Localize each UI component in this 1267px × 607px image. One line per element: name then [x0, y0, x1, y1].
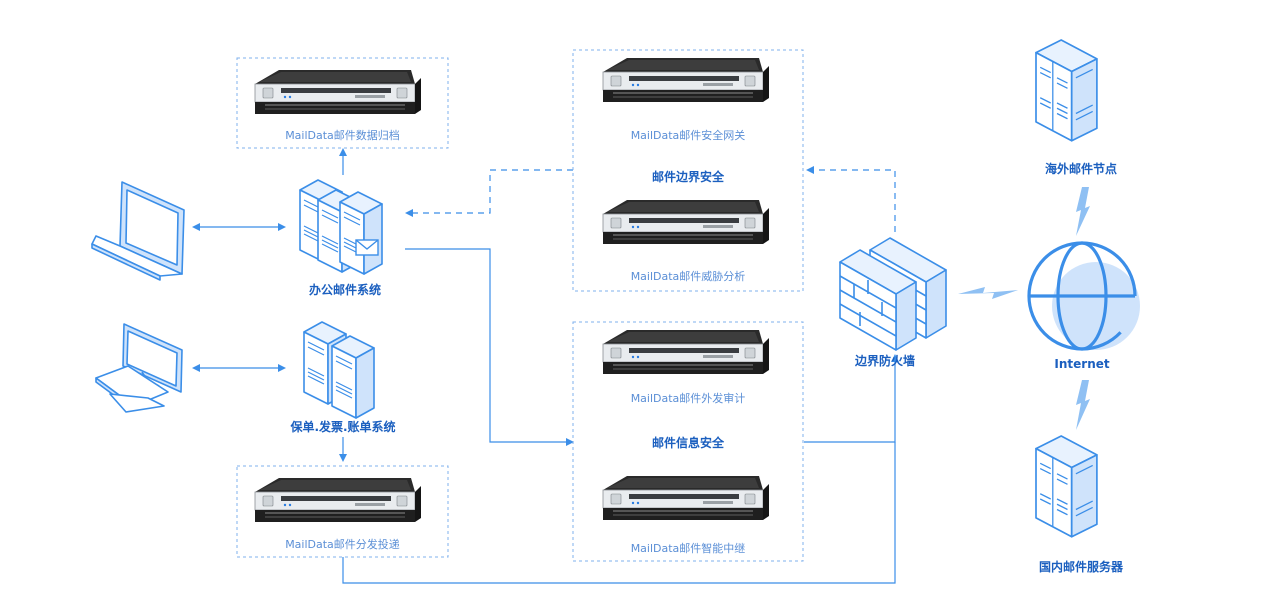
boundary-security-label: 邮件边界安全 — [651, 170, 724, 184]
archive-appliance — [254, 69, 422, 115]
overseas-node-label: 海外邮件节点 — [1044, 162, 1117, 176]
archive-caption: MailData邮件数据归档 — [285, 129, 400, 142]
connectors — [192, 148, 899, 584]
threat-appliance — [602, 199, 770, 245]
info-security-label: 邮件信息安全 — [651, 436, 724, 450]
gateway-appliance — [602, 57, 770, 103]
domestic-server-label: 国内邮件服务器 — [1038, 560, 1123, 574]
firewall-icon — [839, 237, 947, 351]
audit-appliance — [602, 329, 770, 375]
office-mail-label: 办公邮件系统 — [308, 283, 381, 297]
billing-server-icon — [303, 321, 375, 419]
office-mail-server-icon — [299, 179, 383, 275]
threat-caption: MailData邮件威胁分析 — [630, 270, 746, 283]
internet-label: Internet — [1054, 357, 1110, 371]
lightning-connectors — [958, 187, 1090, 430]
audit-caption: MailData邮件外发审计 — [630, 392, 746, 405]
distribution-caption: MailData邮件分发投递 — [285, 538, 400, 551]
desktop-icon — [95, 323, 183, 413]
group-boxes — [236, 49, 804, 562]
distribution-appliance — [254, 477, 422, 523]
overseas-node-server-icon — [1035, 39, 1098, 142]
gateway-caption: MailData邮件安全网关 — [630, 129, 746, 142]
billing-label: 保单.发票.账单系统 — [290, 420, 396, 434]
relay-appliance — [602, 475, 770, 521]
internet-globe-icon — [1027, 241, 1140, 351]
firewall-label: 边界防火墙 — [854, 354, 915, 368]
domestic-server-icon — [1035, 435, 1098, 538]
relay-caption: MailData邮件智能中继 — [630, 542, 746, 555]
laptop-icon — [91, 181, 185, 281]
